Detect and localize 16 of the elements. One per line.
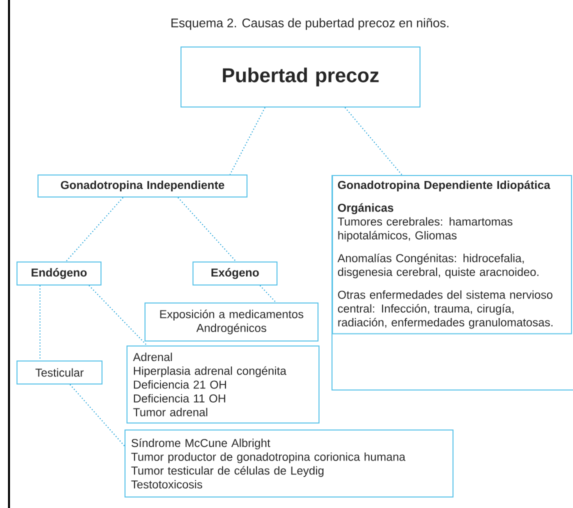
category-box: Gonadotropina Dependiente Idiopática Orgánicas Tumores cerebrales: hamartomas hipotalámicos, Gliomas Anomalías Congénitas: hidrocefalia, disgenesia cerebral, quiste aracnoideo. Otras enfermedades del sistema nervioso central: Infección, trauma, cirugía, radiación, enfermedades granulomatosas. [332, 175, 572, 334]
connector-line [70, 384, 125, 446]
connector-line [66, 197, 124, 262]
diagram-title: Esquema 2. Causas de pubertad precoz en niños. [171, 18, 448, 30]
title-box: Pubertad precoz [180, 46, 420, 108]
cause-box: Testicular [16, 360, 102, 384]
connector-line [344, 107, 402, 176]
cause-list-box: Adrenal Hiperplasia adrenal congénita Deficiencia 21 OH Deficiencia 11 OH Tumor adrenal [126, 346, 320, 424]
connector-line [178, 197, 236, 262]
cause-list-box: Síndrome McCune Albright Tumor productor de gonadotropina corionica humana Tumor testicular de células de Leydig Testotoxicosis [124, 430, 454, 498]
connector-line [260, 285, 276, 303]
category-box: Exógeno [192, 262, 278, 286]
category-box: Gonadotropina Independiente [38, 174, 248, 198]
cause-box: Exposición a medicamentos Androgénicos [144, 302, 318, 342]
category-box: Endógeno [16, 262, 102, 286]
connector-line [230, 107, 266, 175]
